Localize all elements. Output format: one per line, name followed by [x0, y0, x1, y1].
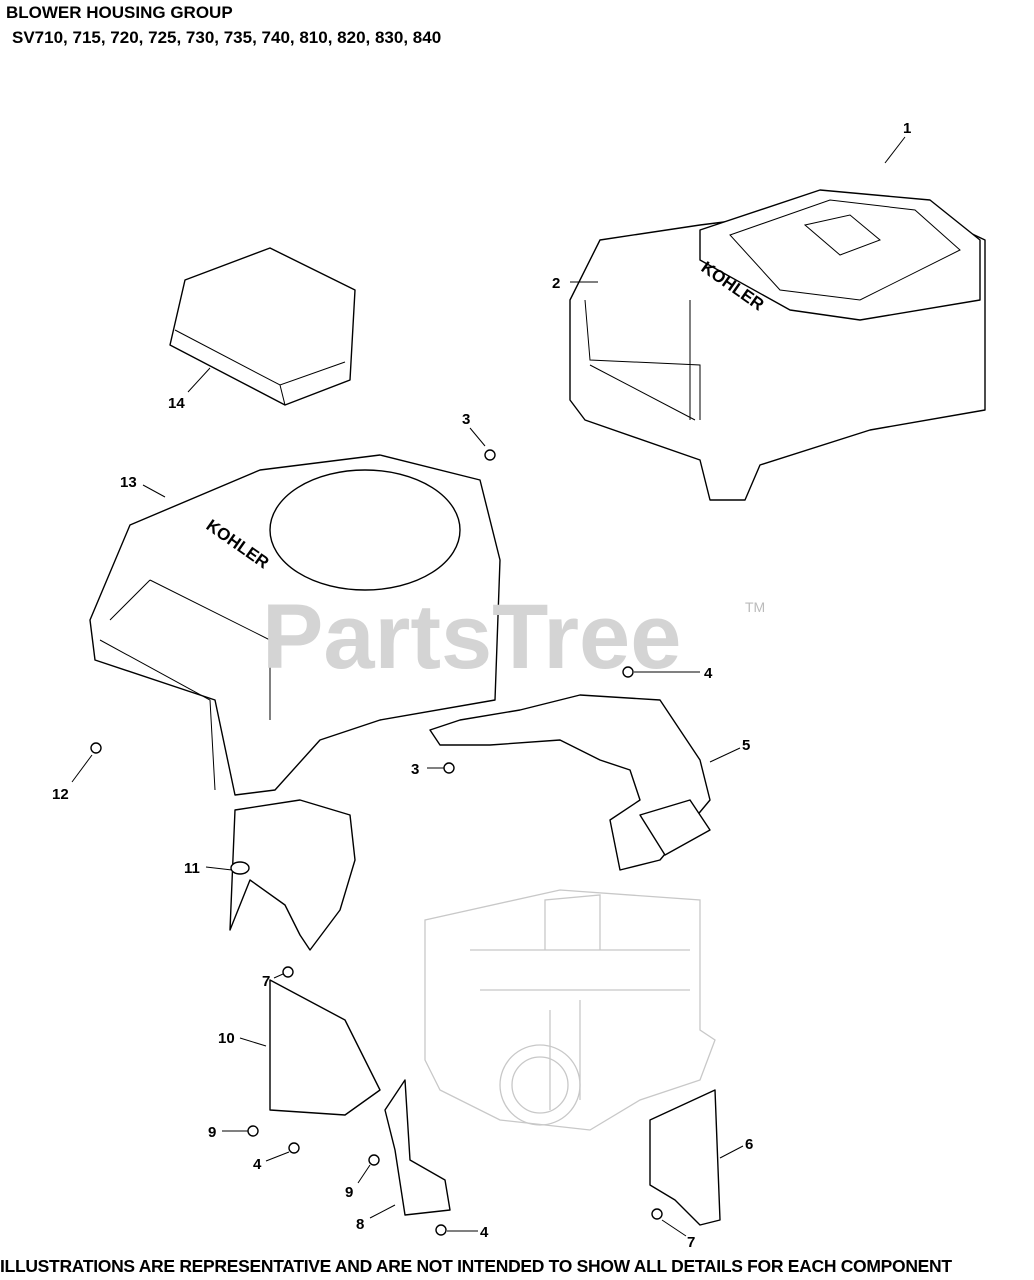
callouts: 1 2 14 3 13 4 5 3 12 11 7 10 9 4 9 6 8 4… — [52, 120, 911, 1251]
callout-1: 1 — [903, 120, 911, 137]
callout-14: 14 — [168, 395, 185, 412]
engine-block-ghost — [424, 889, 716, 1131]
part-bracket-8 — [384, 1079, 451, 1216]
part-blower-housing-with-screen: KOHLER — [569, 189, 986, 501]
callout-13: 13 — [120, 474, 137, 491]
group-title: BLOWER HOUSING GROUP — [6, 3, 233, 22]
disclaimer-footer: ILLUSTRATIONS ARE REPRESENTATIVE AND ARE… — [0, 1256, 952, 1276]
callout-10: 10 — [218, 1030, 235, 1047]
part-side-baffle — [229, 799, 356, 951]
callout-3b: 3 — [411, 761, 419, 778]
callout-2: 2 — [552, 275, 560, 292]
callout-7: 7 — [262, 973, 270, 990]
callout-6: 6 — [745, 1136, 753, 1153]
part-cover — [169, 247, 356, 406]
diagram-title: BLOWER HOUSING GROUP SV710, 715, 720, 72… — [6, 0, 441, 50]
callout-12: 12 — [52, 786, 69, 803]
part-blower-housing: KOHLER — [89, 454, 501, 796]
model-list: SV710, 715, 720, 725, 730, 735, 740, 810… — [12, 28, 442, 47]
part-bracket-6 — [649, 1089, 721, 1226]
callout-4b: 4 — [253, 1156, 262, 1173]
callout-3: 3 — [462, 411, 470, 428]
part-baffle-10 — [269, 979, 381, 1116]
callout-4: 4 — [704, 665, 713, 682]
callout-8: 8 — [356, 1216, 364, 1233]
callout-4c: 4 — [480, 1224, 489, 1241]
callout-9b: 9 — [345, 1184, 353, 1201]
watermark: PartsTree — [262, 586, 681, 688]
part-baffle — [429, 694, 711, 871]
callout-9: 9 — [208, 1124, 216, 1141]
callout-11: 11 — [184, 860, 200, 877]
callout-5: 5 — [742, 737, 750, 754]
watermark-trademark: TM — [745, 599, 765, 615]
screws — [90, 449, 663, 1236]
callout-7b: 7 — [687, 1234, 695, 1251]
